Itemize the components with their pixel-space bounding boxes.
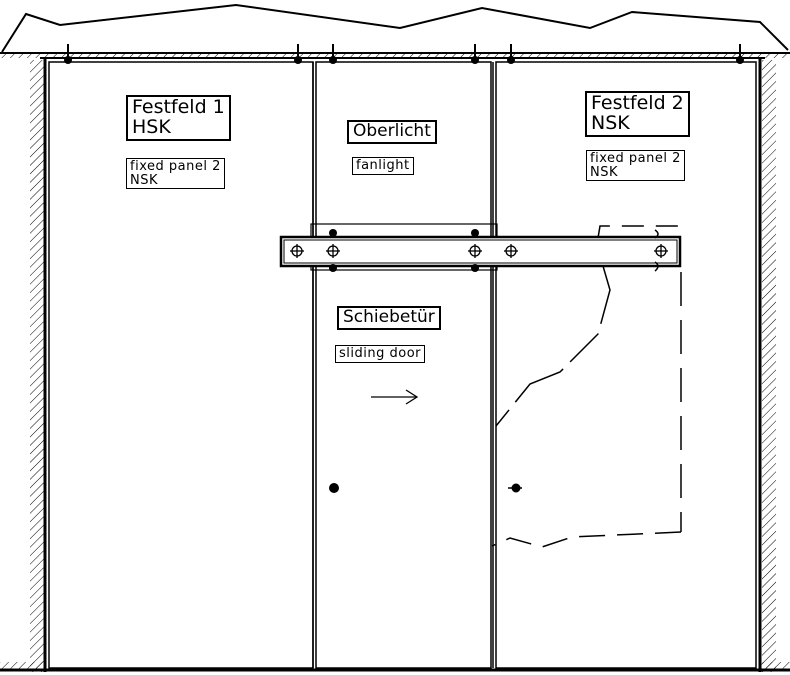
label-fixed-panel-2: Festfeld 2 NSK: [585, 91, 690, 137]
fixed-panel-1-en-code: NSK: [130, 172, 159, 188]
fanlight-en-title: fanlight: [356, 158, 410, 173]
rail-fixings: [290, 244, 668, 258]
fixed-panel-2-en-code: NSK: [590, 164, 619, 180]
ceiling-hatch: [0, 54, 790, 58]
floor-hatch-left: [0, 662, 45, 670]
label-fanlight: Oberlicht: [347, 120, 437, 144]
label-fixed-panel-2-en: fixed panel 2 NSK: [586, 150, 685, 182]
fixed-panel-2-title: Festfeld 2: [591, 92, 684, 114]
door-catch-icon: [508, 483, 522, 493]
left-wall-hatch: [30, 60, 44, 672]
label-fixed-panel-1-en: fixed panel 2 NSK: [126, 158, 225, 190]
ceiling-break-line: [1, 3, 789, 53]
label-sliding-door-en: sliding door: [335, 345, 425, 363]
sliding-door-en-title: sliding door: [339, 346, 421, 361]
guide-rail-inner: [283, 239, 678, 264]
right-wall-hatch: [762, 60, 776, 672]
sliding-door-panel: [315, 61, 492, 669]
fixed-panel-left: [48, 61, 314, 669]
fixed-panel-right: [495, 61, 757, 669]
fixed-panel-2-en-title: fixed panel 2: [590, 151, 681, 166]
ceiling-hangers: [64, 44, 744, 64]
label-sliding-door: Schiebetür: [337, 306, 441, 330]
floor-hatch-right: [760, 662, 790, 670]
rail-rollers: [329, 229, 479, 272]
label-fanlight-en: fanlight: [352, 157, 414, 175]
fixed-panel-2-code: NSK: [591, 111, 630, 134]
door-handle-icon: [329, 483, 339, 493]
fixed-panel-1-title: Festfeld 1: [132, 96, 225, 118]
slide-direction-arrow: [371, 389, 419, 405]
sliding-door-title: Schiebetür: [343, 307, 435, 327]
fixed-panel-1-en-title: fixed panel 2: [130, 159, 221, 174]
fixed-panel-1-code: HSK: [132, 115, 171, 138]
label-fixed-panel-1: Festfeld 1 HSK: [126, 95, 231, 141]
fanlight-title: Oberlicht: [353, 121, 431, 141]
open-position-outline: [491, 225, 682, 548]
